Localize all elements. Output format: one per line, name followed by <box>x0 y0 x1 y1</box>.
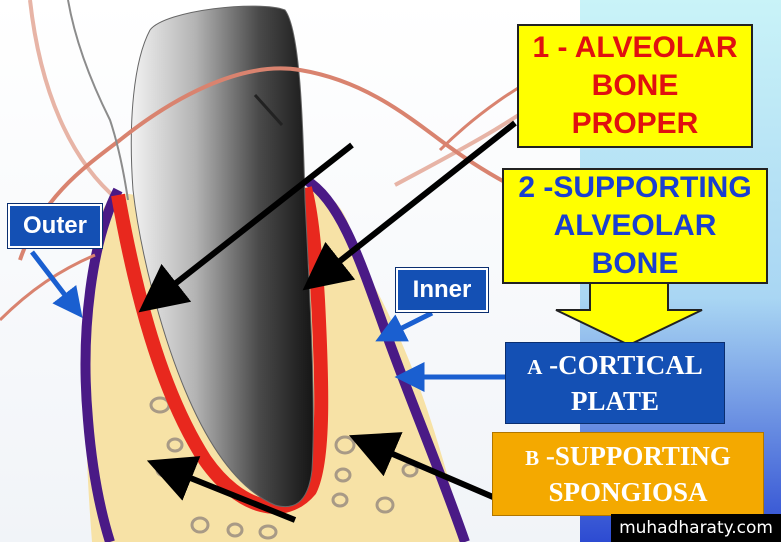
supporting-alveolar-bone-line-2: ALVEOLAR <box>553 209 717 242</box>
cortical-plate-letter: A <box>527 355 543 379</box>
alveolar-bone-proper-line-3: PROPER <box>571 107 699 140</box>
alveolar-bone-proper-line-1: 1 - ALVEOLAR <box>532 31 738 64</box>
supporting-alveolar-bone-box: 2 -SUPPORTING ALVEOLAR BONE <box>502 168 768 284</box>
arrow-to-outer-bone-proper <box>138 142 354 313</box>
periodontal-vessel-line <box>18 66 576 261</box>
nerve-line <box>67 0 129 201</box>
block-arrow-down <box>555 281 703 347</box>
alveolar-bone-proper-line-2: BONE <box>591 69 679 102</box>
supporting-spongiosa-line-2: SPONGIOSA <box>548 477 708 507</box>
tooth-root <box>130 5 314 508</box>
supporting-spongiosa-letter: B <box>525 446 540 470</box>
spongiosa-trabeculae <box>149 396 419 540</box>
cortical-plate-box: A -CORTICAL PLATE <box>505 342 725 424</box>
supporting-spongiosa-line-1: B -SUPPORTING <box>525 439 731 475</box>
supporting-alveolar-bone-line-3: BONE <box>591 247 679 280</box>
cortical-plate-line-2: PLATE <box>570 386 659 416</box>
arrow-to-spongiosa-outer <box>146 456 297 523</box>
outer-label: Outer <box>7 203 103 249</box>
arrow-to-spongiosa-inner <box>348 432 502 503</box>
arrow-inner-to-plate <box>375 310 434 342</box>
alveolar-bone-proper-box: 1 - ALVEOLAR BONE PROPER <box>517 24 753 148</box>
cortical-plate-line-1: A -CORTICAL <box>527 348 702 384</box>
outer-label-text: Outer <box>22 212 87 239</box>
watermark: muhadharaty.com <box>611 514 781 542</box>
cortical-plate-line-1-rest: -CORTICAL <box>542 350 703 380</box>
arrow-to-inner-bone-proper <box>302 120 517 291</box>
supporting-spongiosa-line-1-rest: -SUPPORTING <box>539 441 731 471</box>
arrow-outer-to-plate <box>30 250 83 318</box>
supporting-spongiosa-box: B -SUPPORTING SPONGIOSA <box>492 432 764 516</box>
inner-label: Inner <box>395 267 489 313</box>
root-shading-mark <box>253 93 284 127</box>
supporting-alveolar-bone-line-1: 2 -SUPPORTING <box>518 171 752 204</box>
inner-label-text: Inner <box>412 276 472 303</box>
